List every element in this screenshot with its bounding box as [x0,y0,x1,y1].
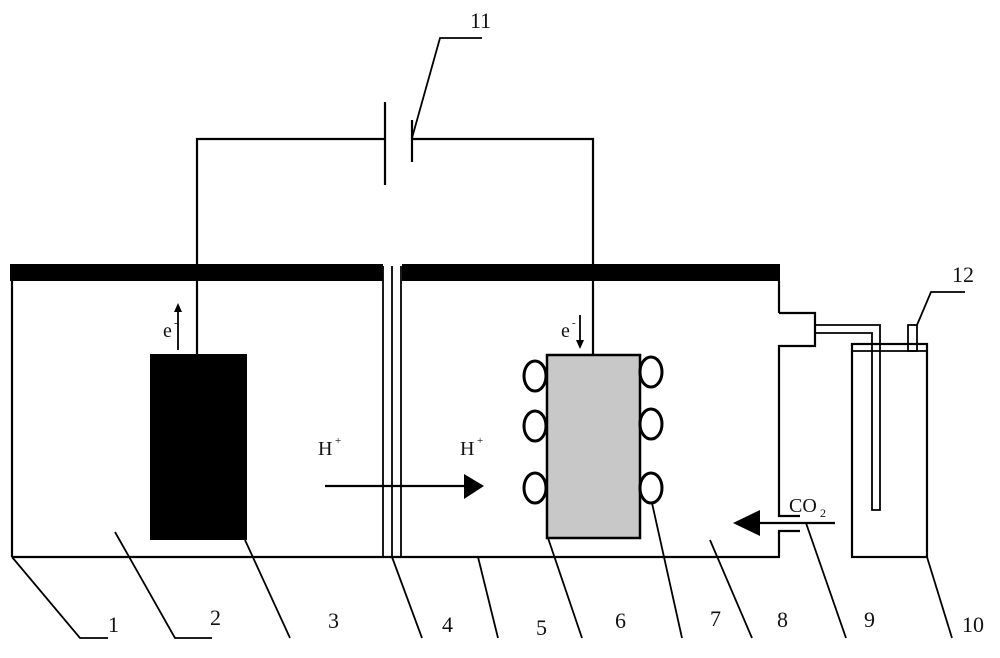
cathode-electrode [545,353,642,540]
label-9: 9 [864,607,875,632]
bubble [638,407,664,441]
power-supply-circuit [195,102,595,355]
leader-lines [11,37,965,639]
co2-subscript: 2 [820,506,826,520]
bubble [522,359,548,393]
label-5: 5 [536,615,547,640]
label-4: 4 [442,612,453,637]
proton-label-left: H [318,438,332,460]
label-10: 10 [962,612,984,637]
label-3: 3 [328,608,339,633]
bubble [638,355,664,389]
co2-arrow-icon [733,510,760,536]
electron-arrow-down-icon [576,315,584,349]
label-1: 1 [108,612,119,637]
electron-charge-right: - [572,317,576,329]
label-7: 7 [710,606,721,631]
proton-arrow-icon [325,474,484,499]
gas-outlet-tube [815,324,881,511]
electron-label-left: e [163,320,172,342]
anode-electrode [150,354,247,540]
electron-arrow-up-icon [174,303,182,350]
collection-bottle [850,324,929,559]
proton-charge-left: + [335,435,341,447]
label-2: 2 [210,605,221,630]
bubble-group [522,355,664,505]
label-12: 12 [952,262,974,287]
membrane [382,266,402,557]
label-8: 8 [777,607,788,632]
electron-label-right: e [561,320,570,342]
bubble [638,471,664,505]
label-6: 6 [615,608,626,633]
proton-charge-right: + [477,435,483,447]
bubble [522,409,548,443]
proton-label-right: H [460,438,474,460]
label-11: 11 [470,8,491,33]
co2-label: CO [789,495,817,517]
reactor-body [10,281,817,559]
bubble [522,471,548,505]
electron-charge-left: - [174,317,178,329]
cell-lid-right [402,264,780,281]
